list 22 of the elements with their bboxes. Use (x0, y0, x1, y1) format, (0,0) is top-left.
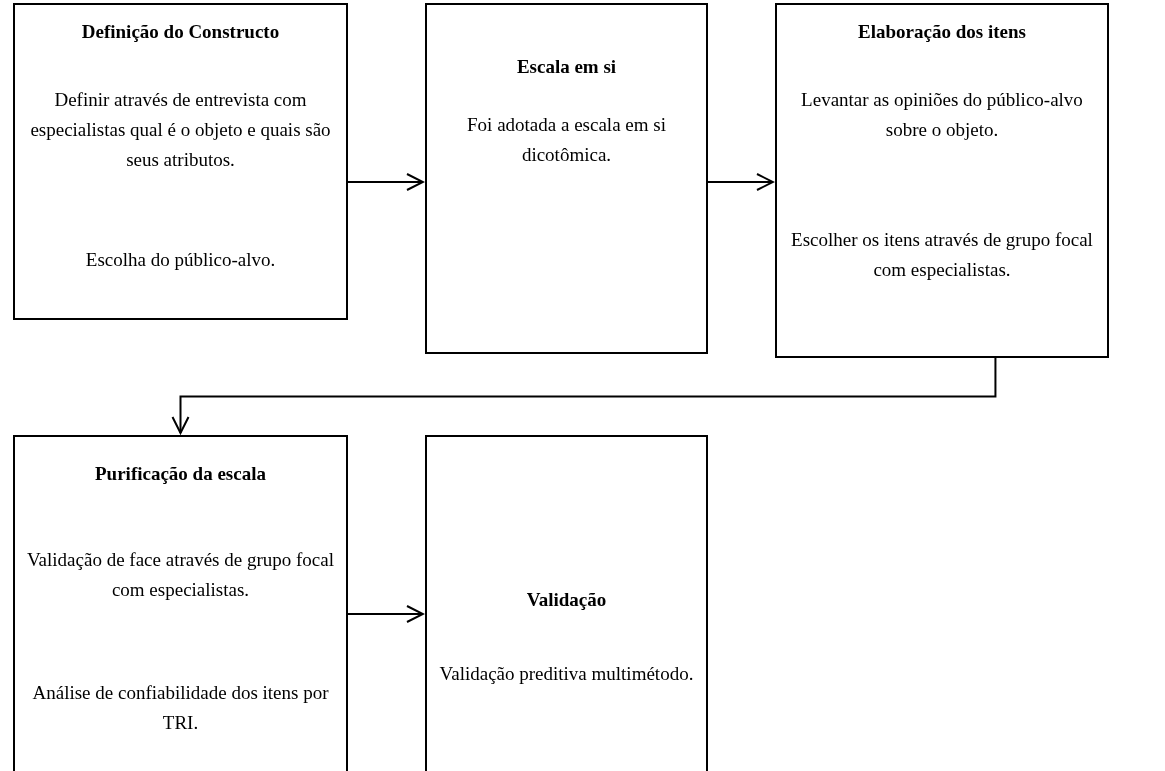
box-text: Escolha do público-alvo. (84, 248, 277, 272)
arrow (347, 605, 424, 623)
box-text: Validação preditiva multimétodo. (438, 662, 695, 686)
box-text: Escolher os itens através de grupo focal com especialistas. (790, 228, 1094, 282)
box-heading: Elaboração dos itens (857, 20, 1027, 44)
arrow (171, 357, 997, 434)
box-heading: Purificação da escala (94, 462, 267, 486)
box-text: Análise de confiabilidade dos itens por TRI. (31, 681, 330, 735)
process-box (13, 435, 348, 771)
box-text: Definir através de entrevista com especialistas qual é o objeto e quais são seus atributos. (29, 88, 332, 172)
box-heading: Validação (525, 588, 608, 612)
box-text: Validação de face através de grupo focal com especialistas. (26, 548, 335, 602)
arrow (347, 173, 424, 191)
process-box (425, 435, 708, 771)
box-text: Levantar as opiniões do público-alvo sobre o objeto. (800, 88, 1084, 142)
box-heading: Definição do Constructo (80, 20, 281, 44)
box-heading: Escala em si (515, 55, 618, 79)
box-text: Foi adotada a escala em si dicotômica. (466, 113, 667, 167)
process-box (425, 3, 708, 354)
arrow (707, 173, 774, 191)
process-box (775, 3, 1109, 358)
process-box (13, 3, 348, 320)
